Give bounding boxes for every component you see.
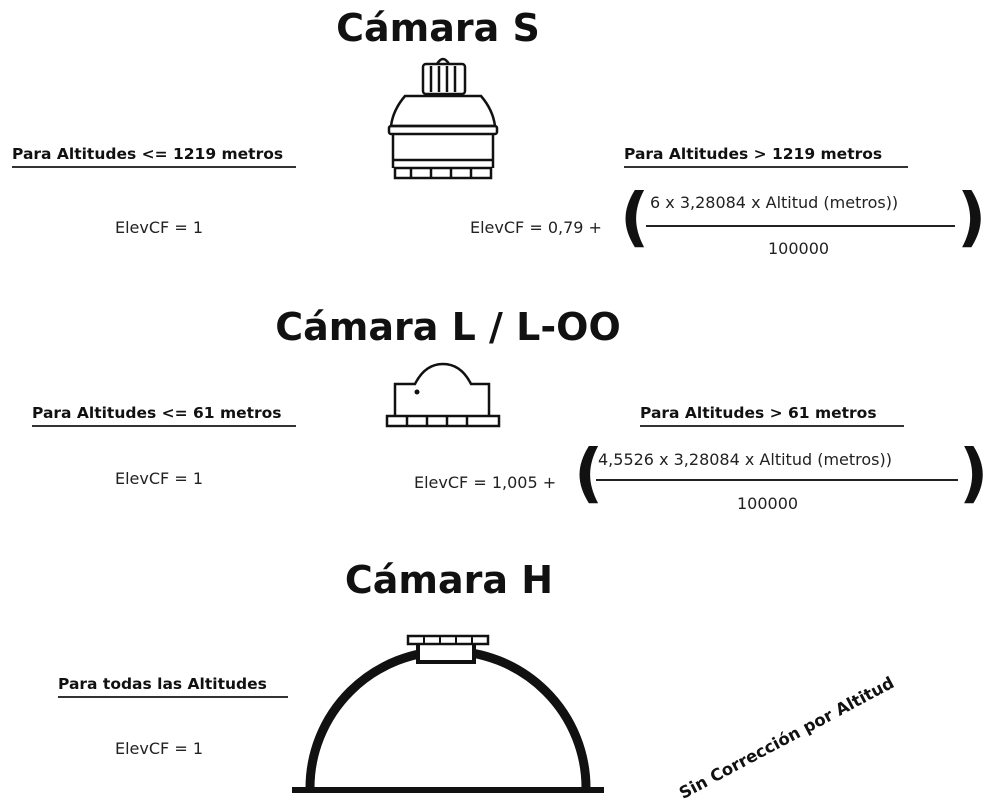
no-correction-note: Sin Corrección por Altitud bbox=[676, 673, 898, 803]
camera-l-numerator: 4,5526 x 3,28084 x Altitud (metros)) bbox=[598, 450, 892, 469]
camera-s-high-prefix: ElevCF = 0,79 + bbox=[470, 218, 602, 237]
camera-l-icon bbox=[385, 362, 501, 428]
camera-s-low-formula: ElevCF = 1 bbox=[115, 218, 203, 237]
camera-l-denominator: 100000 bbox=[737, 494, 799, 513]
camera-h-heading: Para todas las Altitudes bbox=[58, 675, 288, 698]
camera-s-title: Cámara S bbox=[336, 6, 540, 50]
camera-l-low-heading: Para Altitudes <= 61 metros bbox=[32, 404, 296, 427]
open-paren: ( bbox=[574, 437, 604, 511]
camera-s-high-heading: Para Altitudes > 1219 metros bbox=[624, 145, 908, 168]
camera-h-dome-icon bbox=[292, 634, 604, 793]
open-paren: ( bbox=[620, 181, 650, 255]
camera-s-low-heading: Para Altitudes <= 1219 metros bbox=[12, 145, 296, 168]
close-paren: ) bbox=[957, 181, 987, 255]
camera-h-formula: ElevCF = 1 bbox=[115, 739, 203, 758]
camera-s-denominator: 100000 bbox=[768, 239, 830, 258]
camera-l-high-heading: Para Altitudes > 61 metros bbox=[640, 404, 904, 427]
fraction-bar bbox=[596, 479, 958, 481]
camera-l-high-prefix: ElevCF = 1,005 + bbox=[414, 473, 557, 492]
fraction-bar bbox=[646, 225, 955, 227]
camera-l-title: Cámara L / L-OO bbox=[275, 305, 621, 349]
camera-s-numerator: 6 x 3,28084 x Altitud (metros)) bbox=[650, 193, 899, 212]
camera-l-low-formula: ElevCF = 1 bbox=[115, 469, 203, 488]
camera-h-title: Cámara H bbox=[344, 558, 554, 602]
close-paren: ) bbox=[959, 437, 989, 511]
camera-s-icon bbox=[387, 57, 499, 180]
